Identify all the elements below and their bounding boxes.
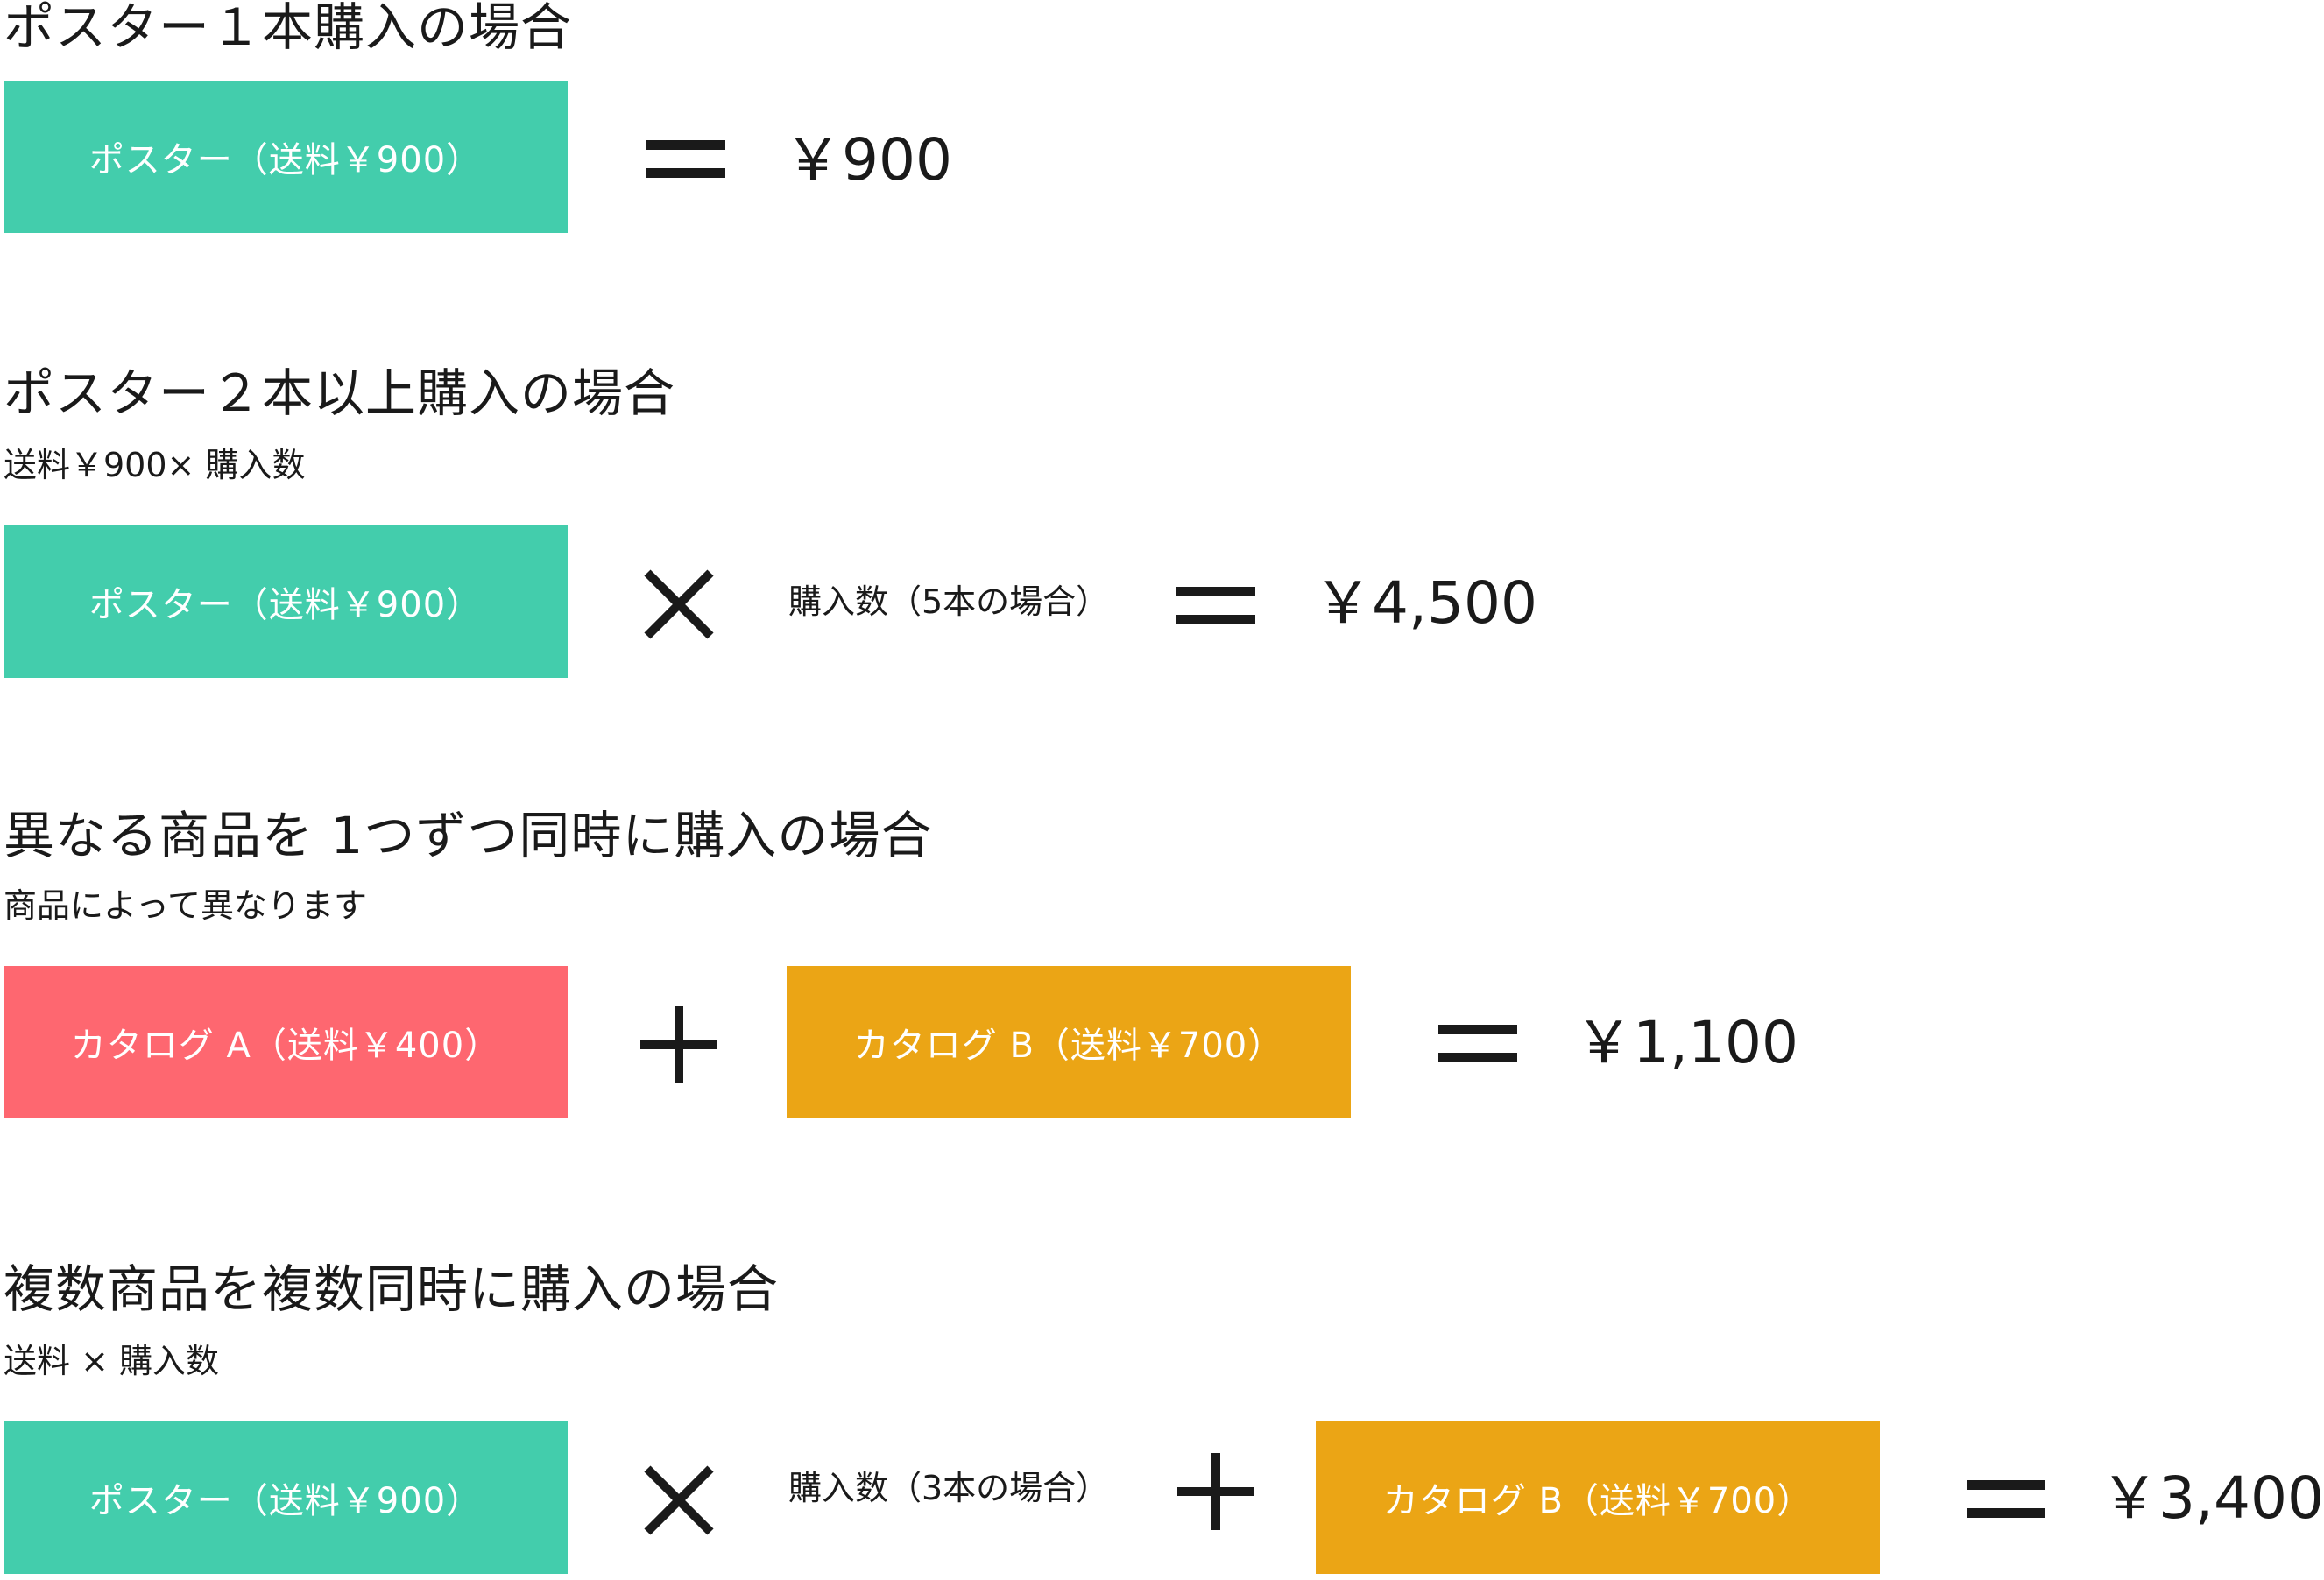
equals-icon: [1434, 998, 1522, 1086]
section-2-result: ￥4,500: [1314, 569, 1537, 637]
plus-icon: [1172, 1448, 1260, 1535]
equals-icon: [642, 114, 730, 201]
multiply-icon: [635, 561, 723, 648]
catalog-a-shipping-box: カタログ A（送料￥400）: [4, 966, 568, 1118]
multiply-icon: [635, 1457, 723, 1544]
poster-shipping-box: ポスター（送料￥900）: [4, 525, 568, 678]
section-4-result: ￥3,400: [2101, 1464, 2324, 1532]
catalog-b-shipping-box: カタログ B（送料￥700）: [1316, 1421, 1880, 1574]
section-1-title: ポスター１本購入の場合: [4, 0, 573, 57]
poster-shipping-box: ポスター（送料￥900）: [4, 81, 568, 233]
section-2-title: ポスター２本以上購入の場合: [4, 363, 676, 423]
section-4-subtitle: 送料 × 購入数: [4, 1342, 219, 1380]
catalog-b-shipping-label: カタログ B（送料￥700）: [1382, 1481, 1813, 1521]
catalog-b-shipping-label: カタログ B（送料￥700）: [853, 1026, 1284, 1066]
section-3-title: 異なる商品を 1つずつ同時に購入の場合: [4, 806, 933, 865]
equals-icon: [1962, 1454, 2050, 1541]
section-4-title: 複数商品を複数同時に購入の場合: [4, 1259, 780, 1319]
quantity-label: 購入数（5本の場合）: [788, 582, 1110, 621]
catalog-b-shipping-box: カタログ B（送料￥700）: [787, 966, 1351, 1118]
quantity-label: 購入数（3本の場合）: [788, 1469, 1110, 1507]
section-1-result: ￥900: [784, 126, 952, 194]
plus-icon: [635, 1001, 723, 1089]
catalog-a-shipping-label: カタログ A（送料￥400）: [70, 1026, 501, 1066]
section-3-result: ￥1,100: [1575, 1009, 1798, 1076]
equals-icon: [1172, 561, 1260, 648]
poster-shipping-label: ポスター（送料￥900）: [88, 585, 483, 625]
section-3-subtitle: 商品によって異なります: [4, 886, 367, 925]
section-2-subtitle: 送料￥900× 購入数: [4, 446, 306, 484]
poster-shipping-box: ポスター（送料￥900）: [4, 1421, 568, 1574]
poster-shipping-label: ポスター（送料￥900）: [88, 1481, 483, 1521]
poster-shipping-label: ポスター（送料￥900）: [88, 140, 483, 180]
